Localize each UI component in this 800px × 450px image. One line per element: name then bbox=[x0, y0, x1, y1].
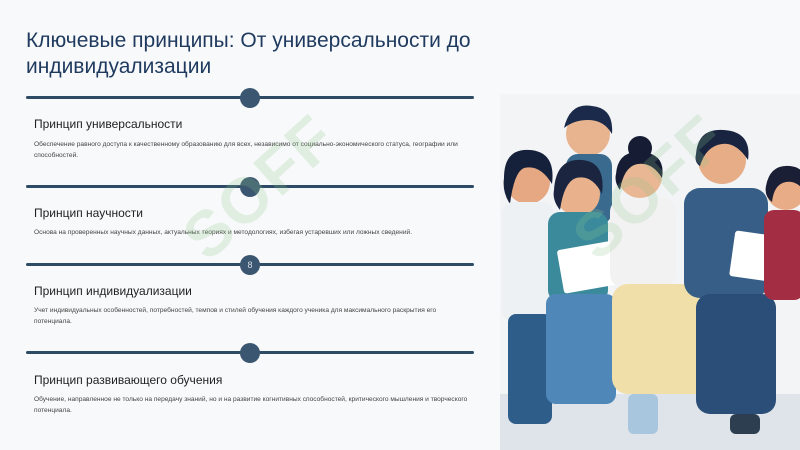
principle-marker bbox=[240, 343, 260, 363]
principle-heading: Принцип универсальности bbox=[34, 117, 183, 131]
students-illustration-svg bbox=[500, 94, 800, 450]
principle-heading: Принцип индивидуализации bbox=[34, 284, 192, 298]
principle-marker bbox=[240, 88, 260, 108]
principle-description: Учет индивидуальных особенностей, потреб… bbox=[34, 307, 437, 325]
principle-description: Обеспечение равного доступа к качественн… bbox=[34, 141, 458, 159]
principle-heading: Принцип научности bbox=[34, 206, 143, 220]
principle-description: Основа на проверенных научных данных, ак… bbox=[34, 229, 413, 236]
principle-marker bbox=[240, 177, 260, 197]
principle-heading: Принцип развивающего обучения bbox=[34, 373, 223, 387]
slide-title: Ключевые принципы: От универсальности до… bbox=[26, 29, 471, 78]
principle-marker: 8 bbox=[240, 255, 260, 275]
principle-description: Обучение, направленное не только на пере… bbox=[34, 396, 468, 414]
students-illustration bbox=[500, 94, 800, 450]
